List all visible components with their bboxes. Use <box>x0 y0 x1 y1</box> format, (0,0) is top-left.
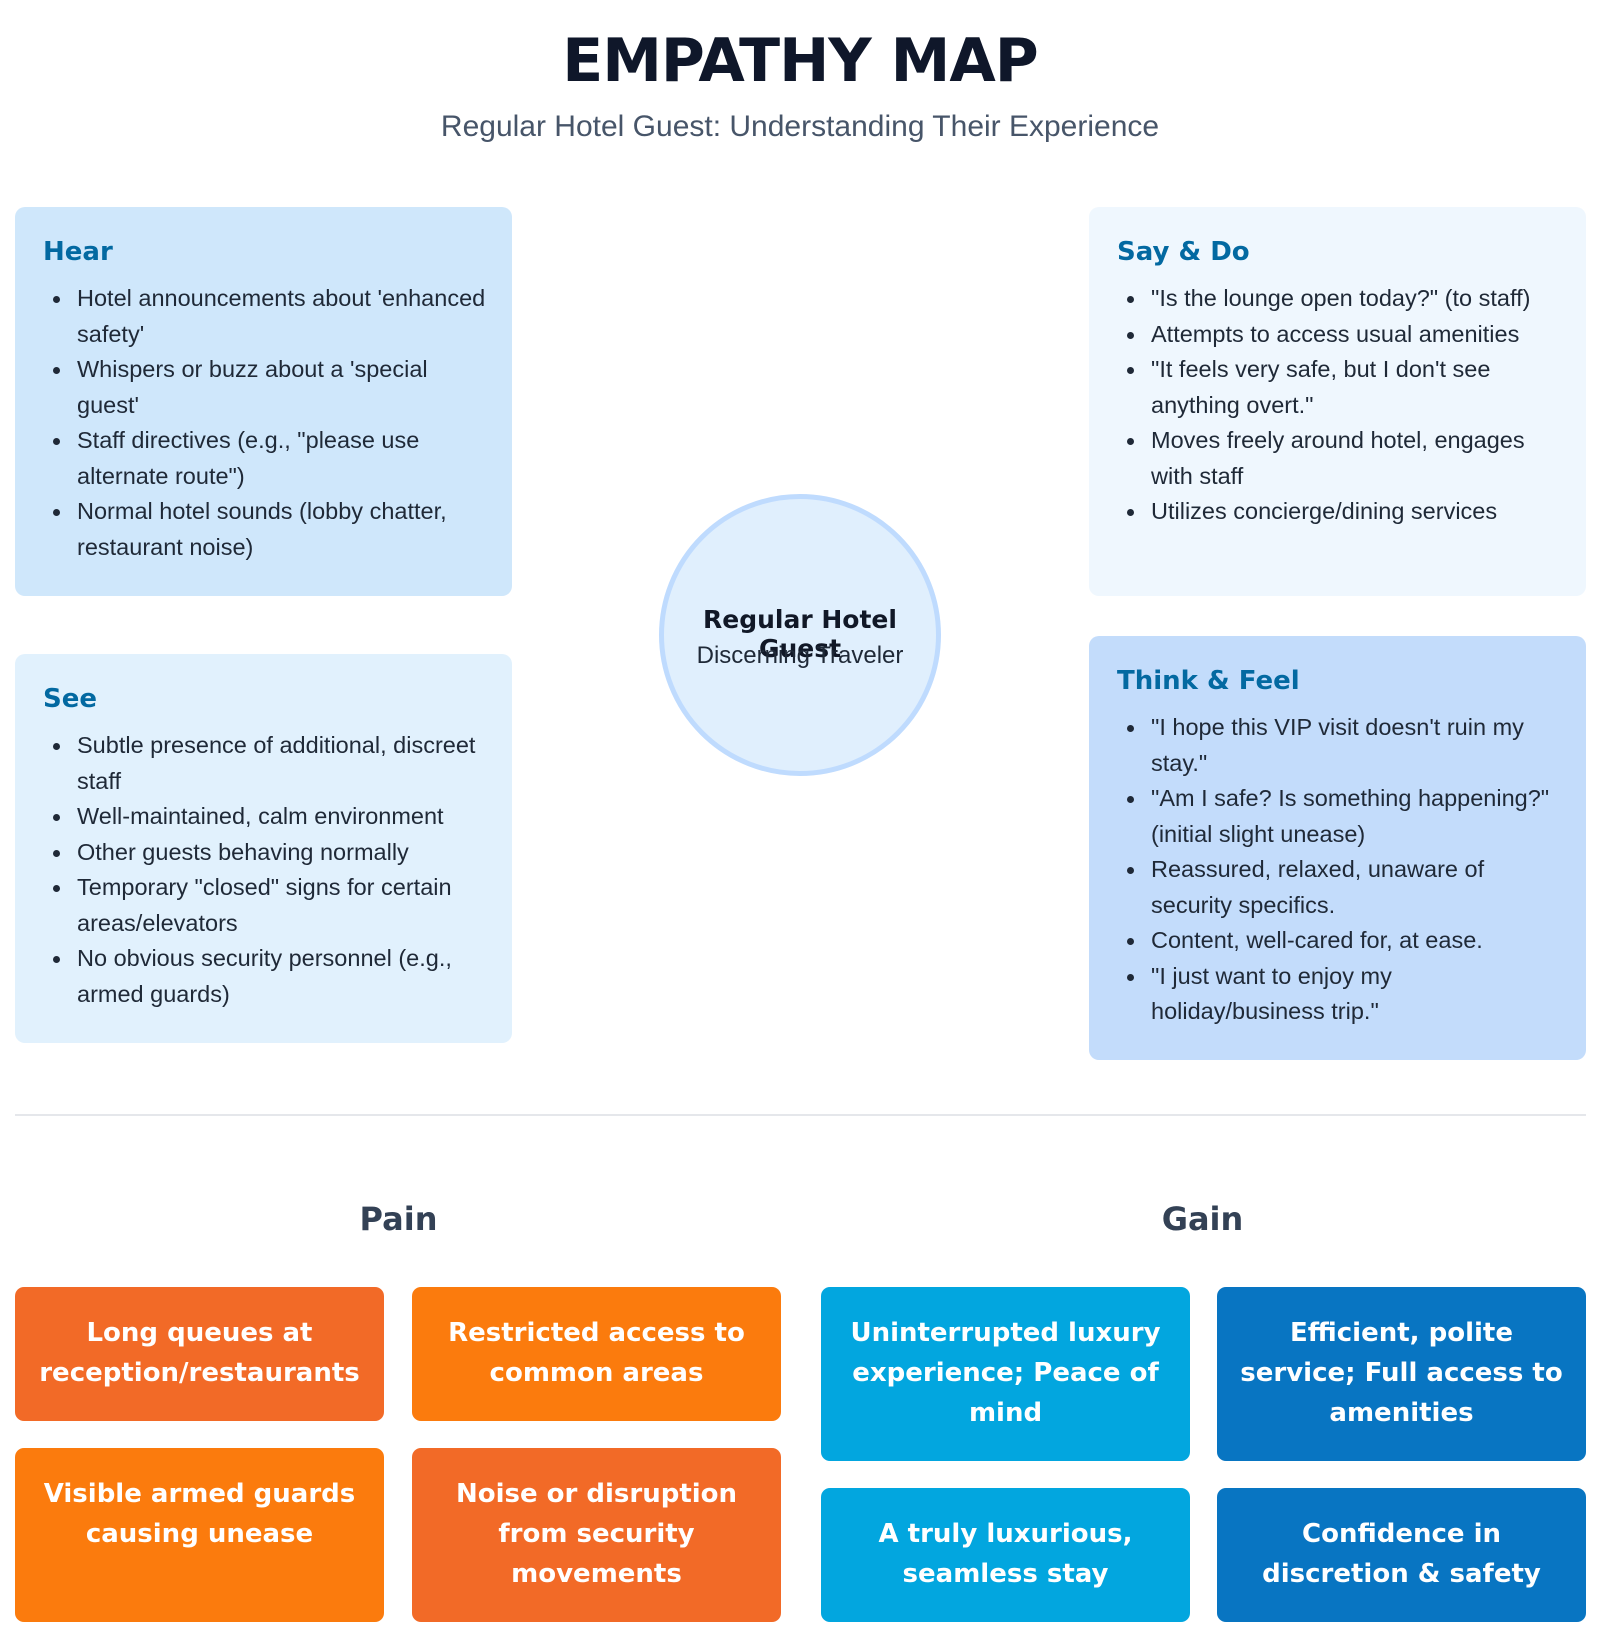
think-feel-quadrant: Think & Feel "I hope this VIP visit does… <box>1089 636 1586 1060</box>
page-subtitle: Regular Hotel Guest: Understanding Their… <box>440 110 1160 143</box>
pain-card: Noise or disruption from security moveme… <box>412 1448 781 1622</box>
list-item: Whispers or buzz about a 'special guest' <box>43 352 486 423</box>
list-item: Attempts to access usual amenities <box>1117 317 1560 353</box>
gain-card: Efficient, polite service; Full access t… <box>1217 1287 1586 1461</box>
pain-heading: Pain <box>359 1200 438 1238</box>
pain-card: Restricted access to common areas <box>412 1287 781 1421</box>
list-item: Normal hotel sounds (lobby chatter, rest… <box>43 494 486 565</box>
hear-quadrant: Hear Hotel announcements about 'enhanced… <box>15 207 512 596</box>
say-do-list: "Is the lounge open today?" (to staff) A… <box>1117 281 1560 530</box>
page-title: EMPATHY MAP <box>562 26 1039 96</box>
see-list: Subtle presence of additional, discreet … <box>43 728 486 1012</box>
see-title: See <box>43 684 97 714</box>
list-item: Reassured, relaxed, unaware of security … <box>1117 852 1560 923</box>
list-item: Subtle presence of additional, discreet … <box>43 728 486 799</box>
list-item: Hotel announcements about 'enhanced safe… <box>43 281 486 352</box>
list-item: No obvious security personnel (e.g., arm… <box>43 941 486 1012</box>
list-item: Moves freely around hotel, engages with … <box>1117 423 1560 494</box>
list-item: "I just want to enjoy my holiday/busines… <box>1117 959 1560 1030</box>
pain-card: Long queues at reception/restaurants <box>15 1287 384 1421</box>
gain-card: A truly luxurious, seamless stay <box>821 1488 1190 1622</box>
list-item: "Am I safe? Is something happening?" (in… <box>1117 781 1560 852</box>
hear-title: Hear <box>43 237 113 267</box>
list-item: Content, well-cared for, at ease. <box>1117 923 1560 959</box>
gain-card: Uninterrupted luxury experience; Peace o… <box>821 1287 1190 1461</box>
persona-role: Discerning Traveler <box>696 642 904 669</box>
list-item: Temporary "closed" signs for certain are… <box>43 870 486 941</box>
section-divider <box>15 1114 1586 1116</box>
list-item: Staff directives (e.g., "please use alte… <box>43 423 486 494</box>
list-item: Well-maintained, calm environment <box>43 799 486 835</box>
see-quadrant: See Subtle presence of additional, discr… <box>15 654 512 1043</box>
gain-heading: Gain <box>1161 1200 1244 1238</box>
hear-list: Hotel announcements about 'enhanced safe… <box>43 281 486 565</box>
persona-name: Regular Hotel Guest <box>703 605 897 663</box>
gain-card: Confidence in discretion & safety <box>1217 1488 1586 1622</box>
list-item: "It feels very safe, but I don't see any… <box>1117 352 1560 423</box>
think-feel-title: Think & Feel <box>1117 666 1300 696</box>
say-do-title: Say & Do <box>1117 237 1250 267</box>
think-feel-list: "I hope this VIP visit doesn't ruin my s… <box>1117 710 1560 1030</box>
persona-circle: Regular Hotel Guest Discerning Traveler <box>659 494 941 776</box>
list-item: "I hope this VIP visit doesn't ruin my s… <box>1117 710 1560 781</box>
list-item: Other guests behaving normally <box>43 835 486 871</box>
list-item: Utilizes concierge/dining services <box>1117 494 1560 530</box>
pain-card: Visible armed guards causing unease <box>15 1448 384 1622</box>
say-do-quadrant: Say & Do "Is the lounge open today?" (to… <box>1089 207 1586 596</box>
list-item: "Is the lounge open today?" (to staff) <box>1117 281 1560 317</box>
